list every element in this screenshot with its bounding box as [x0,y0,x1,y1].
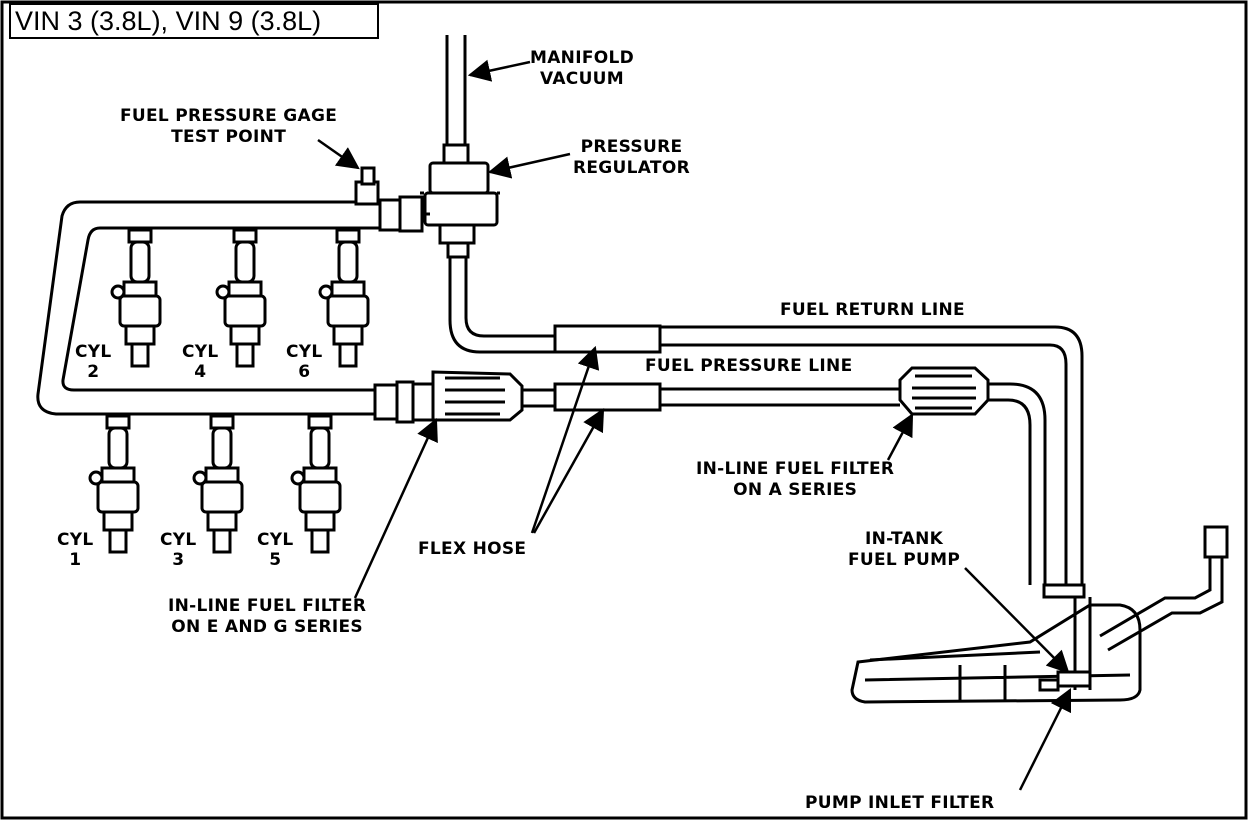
cyl-text: CYL [286,342,323,362]
cyl-text: CYL [182,342,219,362]
fuel-rail [36,195,430,424]
pressure-regulator [420,161,500,259]
cyl-text: CYL [257,530,294,550]
cyl-text: CYL [160,530,197,550]
cyl-text: CYL [75,342,112,362]
fuel-pressure-line-label: FUEL PRESSURE LINE [645,356,853,376]
leader-lines [317,59,1072,791]
pump-inlet-filter-label: PUMP INLET FILTER [805,793,995,813]
regulator-label-line2: REGULATOR [573,158,690,178]
gage-label-line1: FUEL PRESSURE GAGE [120,106,338,126]
injector [88,414,140,554]
injector [215,228,267,368]
cyl-number: 1 [69,550,82,570]
test-point [354,166,380,206]
inline-filter-a-label: IN-LINE FUEL FILTER ON A SERIES [696,459,894,501]
cyl-number: 4 [194,362,207,382]
manifold-vacuum-label: MANIFOLD VACUUM [530,48,634,90]
regulator-label-line1: PRESSURE [580,137,683,157]
injector [110,228,162,368]
injectors [88,228,370,554]
cyl-2-label: CYL 2 [75,342,112,382]
pressure-regulator-label: PRESSURE REGULATOR [573,137,690,179]
filter-a-line2: ON A SERIES [733,480,858,500]
filter-eg-line1: IN-LINE FUEL FILTER [168,596,367,616]
cyl-text: CYL [57,530,94,550]
gage-label-line2: TEST POINT [171,127,287,147]
flex-hose-label: FLEX HOSE [418,539,527,559]
cyl-5-label: CYL 5 [257,530,294,570]
return-line [448,257,1084,585]
cyl-6-label: CYL 6 [286,342,323,382]
in-tank-pump-label: IN-TANK FUEL PUMP [848,529,960,571]
filter-a-line1: IN-LINE FUEL FILTER [696,459,895,479]
pressure-line [411,366,1086,599]
filter-eg-line2: ON E AND G SERIES [171,617,363,637]
injector [290,414,342,554]
cyl-number: 6 [298,362,311,382]
cyl-number: 3 [172,550,185,570]
fuel-pressure-gage-label: FUEL PRESSURE GAGE TEST POINT [120,106,337,148]
page-title: VIN 3 (3.8L), VIN 9 (3.8L) [9,3,379,39]
cyl-number: 5 [269,550,282,570]
vacuum-line [442,35,470,167]
cyl-number: 2 [87,362,100,382]
fuel-tank [850,525,1229,704]
injector [318,228,370,368]
cyl-4-label: CYL 4 [182,342,219,382]
cyl-3-label: CYL 3 [160,530,197,570]
pump-label-line2: FUEL PUMP [848,550,961,570]
cyl-1-label: CYL 1 [57,530,94,570]
manifold-label-line2: VACUUM [540,69,624,89]
inline-filter-eg-label: IN-LINE FUEL FILTER ON E AND G SERIES [168,596,366,638]
pump-label-line1: IN-TANK [865,529,944,549]
injector [192,414,244,554]
manifold-label-line1: MANIFOLD [530,48,635,68]
fuel-return-line-label: FUEL RETURN LINE [780,300,965,320]
